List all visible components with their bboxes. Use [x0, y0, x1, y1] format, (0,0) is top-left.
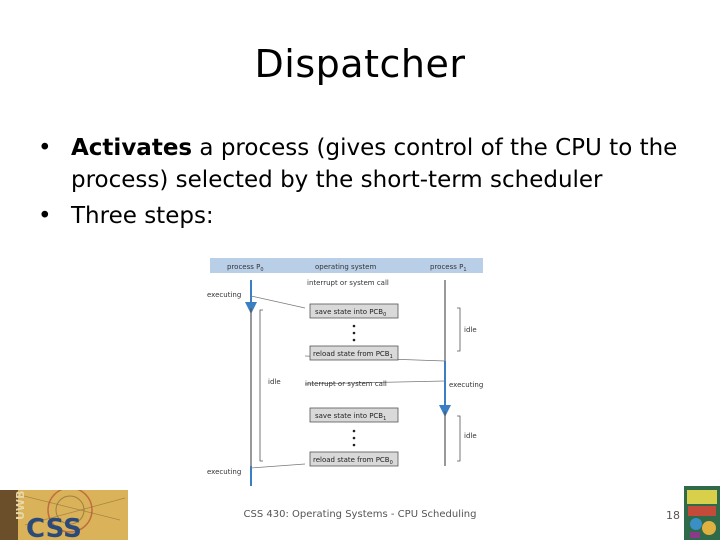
bullet-text: a process (gives control of the CPU to t…	[71, 135, 678, 193]
executing-label-top: executing	[207, 291, 241, 299]
slide-title: Dispatcher	[254, 42, 466, 86]
executing-label-bottom: executing	[207, 468, 241, 476]
bullet-list: • Activates a process (gives control of …	[38, 132, 698, 236]
header-process-p0: process P0	[227, 263, 264, 273]
save-state-box-2	[309, 407, 399, 423]
ellipsis-dot	[352, 429, 356, 433]
save-state-label-1: save state into PCB0	[315, 308, 386, 318]
svg-text:UWB: UWB	[14, 491, 27, 520]
bullet-text: Three steps:	[71, 203, 214, 229]
diagram-header-band	[210, 258, 483, 273]
reload-state-box-1	[309, 345, 399, 361]
svg-text:CSS: CSS	[26, 514, 82, 540]
interrupt-label-2: interrupt or system call	[305, 380, 387, 388]
flow-line-3	[304, 380, 446, 385]
header-operating-system: operating system	[315, 263, 376, 271]
header-process-p1: process P1	[430, 263, 467, 273]
idle-label-right-2: idle	[464, 432, 477, 440]
ellipsis-dot	[352, 436, 356, 440]
idle-label-left: idle	[268, 378, 281, 386]
footer-course-text: CSS 430: Operating Systems - CPU Schedul…	[243, 509, 477, 520]
bullet-dot: •	[38, 135, 52, 161]
ellipsis-dot	[352, 443, 356, 447]
reload-state-label-2: reload state from PCB0	[313, 456, 393, 466]
book-cover-image	[684, 486, 720, 540]
bullet-dot: •	[38, 203, 52, 229]
reload-state-box-2	[309, 451, 399, 467]
flow-line-4	[250, 463, 306, 469]
idle-bracket-right-2	[457, 415, 461, 462]
bullet-item-three-steps: • Three steps:	[38, 200, 698, 232]
ellipsis-dot	[352, 331, 356, 335]
reload-state-label-1: reload state from PCB1	[313, 350, 393, 360]
ellipsis-dot	[352, 338, 356, 342]
save-state-box-1	[309, 303, 399, 319]
save-state-label-2: save state into PCB1	[315, 412, 386, 422]
page-number: 18	[666, 509, 680, 522]
bullet-bold-text: Activates	[71, 135, 193, 161]
context-switch-diagram: process P0 operating system process P1 i…	[207, 258, 483, 486]
executing-label-right: executing	[449, 381, 483, 389]
interrupt-label-1: interrupt or system call	[307, 279, 389, 287]
ellipsis-dot	[352, 324, 356, 328]
bullet-item-activates: • Activates a process (gives control of …	[38, 132, 698, 196]
idle-label-right-1: idle	[464, 326, 477, 334]
idle-bracket-right-1	[457, 307, 461, 352]
flow-line-1	[250, 295, 306, 309]
idle-bracket-left	[259, 309, 263, 462]
uwb-css-logo: UWB CSS	[0, 490, 128, 540]
